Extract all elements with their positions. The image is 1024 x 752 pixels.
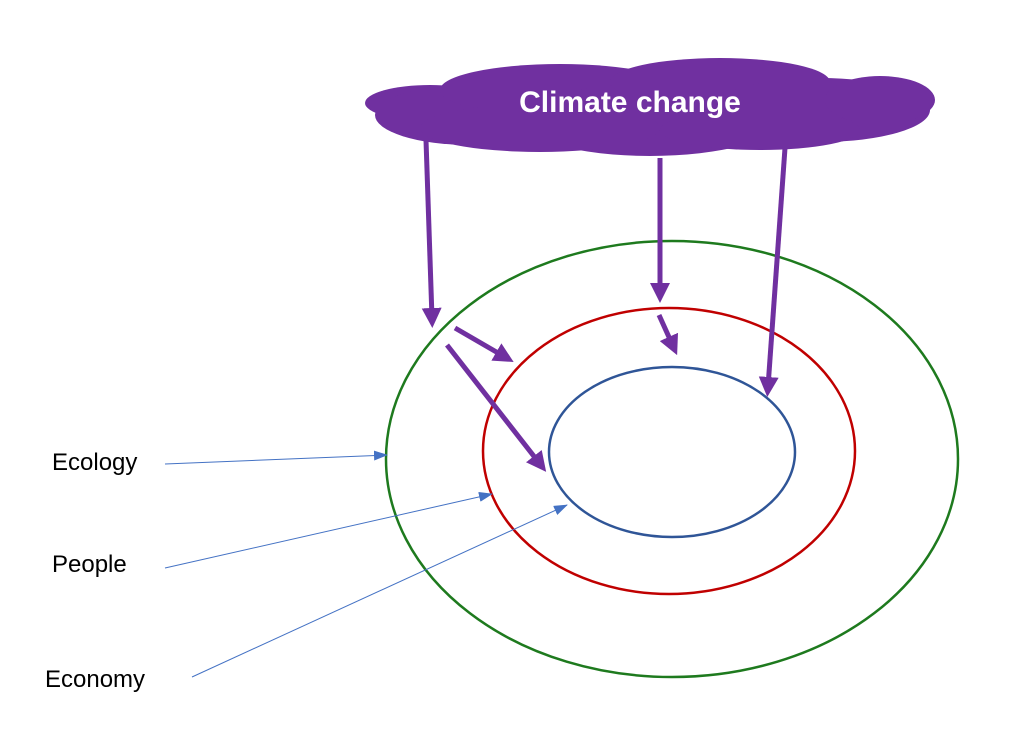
impact-arrow-people-to-economy xyxy=(656,313,678,356)
people-ring xyxy=(481,306,857,596)
ecology-ring xyxy=(384,239,960,679)
impact-arrow-ecology xyxy=(421,139,442,328)
people-pointer-arrow xyxy=(164,491,493,569)
cloud-title: Climate change xyxy=(519,86,741,119)
economy-ring xyxy=(547,365,797,539)
impact-arrow-ecology-to-people xyxy=(453,325,514,363)
economy-label: Economy xyxy=(45,666,145,693)
people-label: People xyxy=(52,551,127,578)
impact-arrow-ecology-to-economy xyxy=(445,343,547,472)
climate-change-cloud: Climate change xyxy=(365,58,935,156)
ecology-pointer-arrow xyxy=(164,450,388,465)
economy-pointer-arrow xyxy=(191,504,568,678)
impact-arrow-economy xyxy=(758,147,788,397)
ecology-label: Ecology xyxy=(52,449,137,476)
